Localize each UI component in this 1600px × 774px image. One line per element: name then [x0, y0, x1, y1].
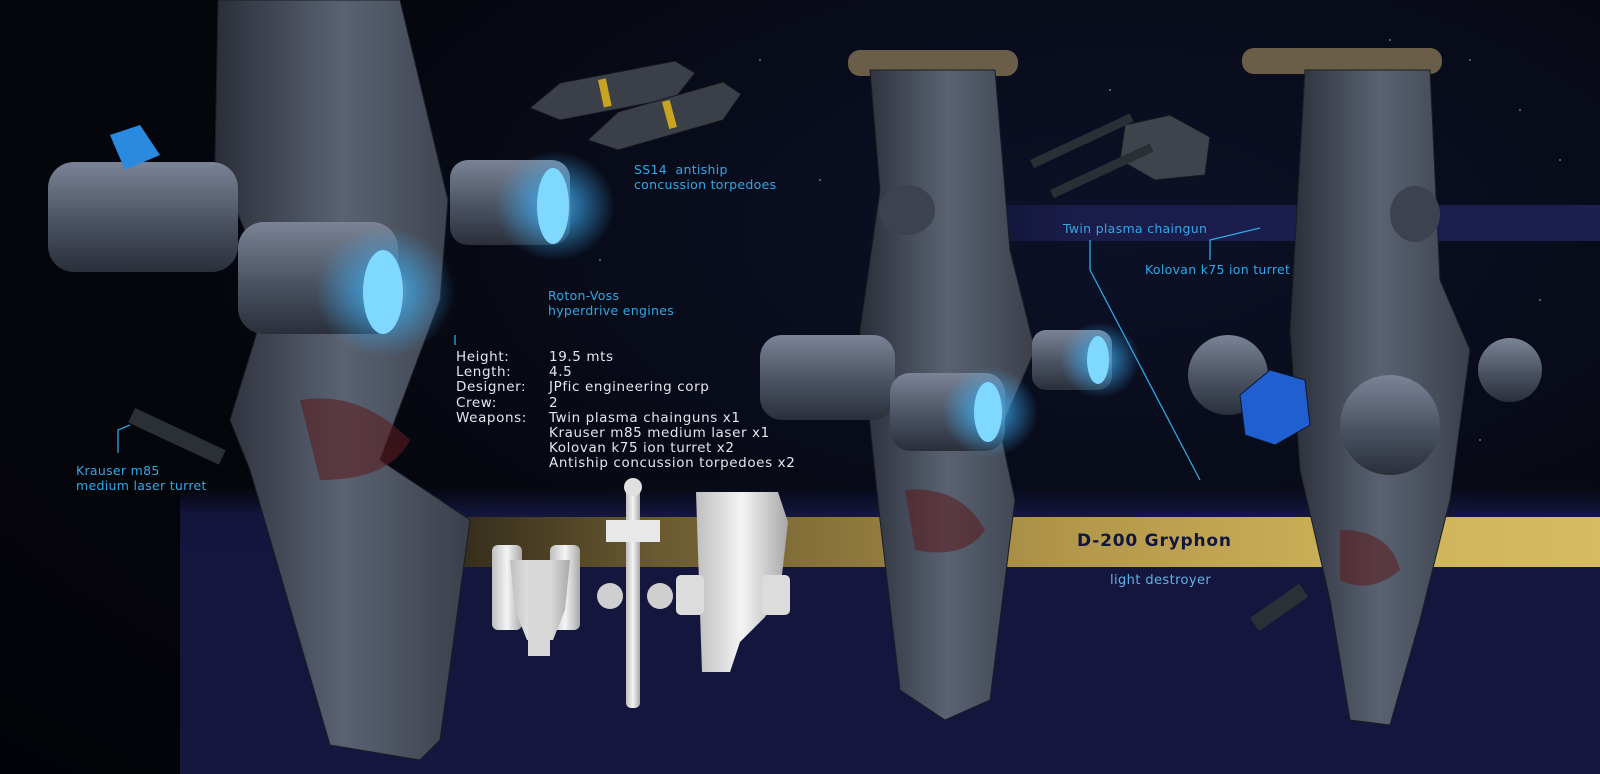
spec-value: 19.5 mts	[549, 349, 614, 365]
spec-value: 2	[549, 394, 559, 411]
torpedo-render	[529, 60, 742, 151]
blueprint-side-view	[597, 478, 673, 708]
spec-value: 4.5	[549, 364, 573, 381]
spec-row: Designer: JPfic engineering corp	[456, 380, 795, 395]
engine-callout: Roton-Voss hyperdrive engines	[548, 288, 675, 318]
ship-render-right	[1188, 48, 1542, 726]
dark-band	[900, 205, 1600, 241]
spec-label	[456, 456, 549, 471]
spec-value: Krauser m85 medium laser x1	[549, 425, 770, 442]
ship-name: D-200 Gryphon	[1077, 531, 1232, 551]
chaingun-callout: Twin plasma chaingun	[1063, 221, 1208, 236]
spec-label: Crew:	[456, 394, 497, 411]
blueprint-top-view	[676, 492, 790, 672]
laser-turret-callout: Krauser m85 medium laser turret	[76, 463, 207, 493]
spec-value: Kolovan k75 ion turret x2	[549, 440, 735, 457]
blueprint-front-view	[492, 545, 580, 656]
ion-turret-callout: Kolovan k75 ion turret	[1145, 262, 1291, 277]
ship-render-center	[760, 50, 1140, 721]
spec-row: Length: 4.5	[456, 365, 795, 380]
spec-label	[456, 441, 549, 456]
ship-render-left	[48, 0, 615, 761]
torpedo-callout: SS14 antiship concussion torpedoes	[634, 162, 777, 192]
spec-label: Weapons:	[456, 409, 527, 426]
spec-row: Krauser m85 medium laser x1	[456, 425, 795, 442]
chaingun-render	[1030, 113, 1211, 199]
spec-value: Antiship concussion torpedoes x2	[549, 455, 796, 472]
spec-value: JPfic engineering corp	[549, 379, 710, 396]
spec-row: Height: 19.5 mts	[456, 349, 795, 365]
spec-row: Antiship concussion torpedoes x2	[456, 456, 795, 471]
spec-row: Crew: 2	[456, 394, 795, 411]
spec-label: Designer:	[456, 379, 527, 396]
spec-table: Height: 19.5 mts Length: 4.5 Designer: JPfi…	[456, 349, 795, 472]
spec-row: Kolovan k75 ion turret x2	[456, 441, 795, 456]
spec-label: Length:	[456, 364, 512, 381]
spec-label	[456, 426, 549, 441]
spec-value: Twin plasma chainguns x1	[549, 409, 741, 426]
ship-class: light destroyer	[1110, 573, 1212, 588]
callout-lines	[117, 227, 1261, 481]
spec-label: Height:	[456, 349, 510, 365]
starfield	[559, 39, 1561, 441]
spec-row: Weapons: Twin plasma chainguns x1	[456, 409, 795, 426]
